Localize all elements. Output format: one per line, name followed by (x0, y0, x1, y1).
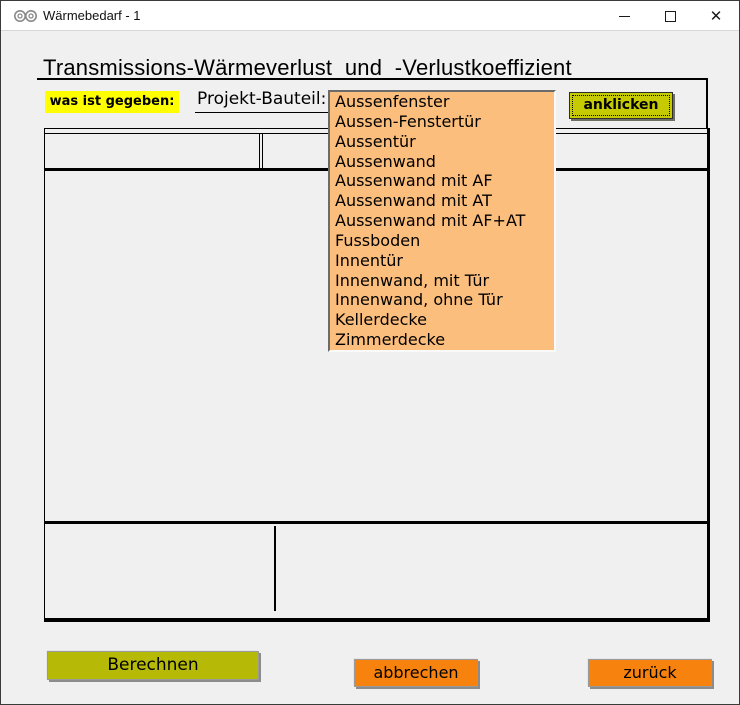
list-item[interactable]: Aussenwand mit AT (335, 191, 492, 211)
page-title: Transmissions-Wärmeverlust und -Verlustk… (43, 55, 572, 80)
title-bar: Wärmebedarf - 1 ✕ (1, 1, 739, 31)
list-item[interactable]: Aussentür (335, 131, 416, 151)
heading-underline-frame (37, 78, 708, 128)
list-item[interactable]: Kellerdecke (335, 310, 427, 330)
minimize-button[interactable] (601, 1, 647, 31)
project-component-label: Projekt-Bauteil: (195, 89, 330, 113)
anklicken-button-label: anklicken (583, 97, 659, 113)
close-icon: ✕ (709, 6, 723, 25)
anklicken-button[interactable]: anklicken (569, 92, 673, 119)
list-item[interactable]: Aussenwand (335, 151, 436, 171)
window-title: Wärmebedarf - 1 (43, 8, 141, 23)
list-item[interactable]: Fussboden (335, 230, 421, 250)
given-hint-label: was ist gegeben: (45, 91, 179, 113)
table-body-area (44, 171, 710, 524)
list-item[interactable]: Innenwand, mit Tür (335, 270, 490, 290)
list-item[interactable]: Zimmerdecke (335, 330, 446, 350)
close-button[interactable]: ✕ (693, 1, 739, 31)
result-area-divider (274, 526, 276, 611)
table-header-column-divider (259, 134, 263, 168)
focus-rectangle (572, 95, 670, 116)
maximize-icon (664, 10, 676, 22)
list-item[interactable]: Aussen-Fenstertür (335, 111, 481, 131)
list-item[interactable]: Aussenfenster (335, 92, 450, 111)
list-item[interactable]: Aussenwand mit AF+AT (335, 211, 526, 231)
list-item[interactable]: Aussenwand mit AF (335, 171, 493, 191)
maximize-button[interactable] (647, 1, 693, 31)
calculate-button[interactable]: Berechnen (47, 651, 259, 680)
app-gears-icon (13, 8, 39, 24)
back-button[interactable]: zurück (588, 659, 712, 687)
result-area (44, 524, 710, 622)
list-item[interactable]: Innentür (335, 250, 403, 270)
list-item[interactable]: Innenwand, ohne Tür (335, 290, 503, 310)
cancel-button[interactable]: abbrechen (354, 659, 478, 687)
minimize-icon (618, 15, 630, 17)
